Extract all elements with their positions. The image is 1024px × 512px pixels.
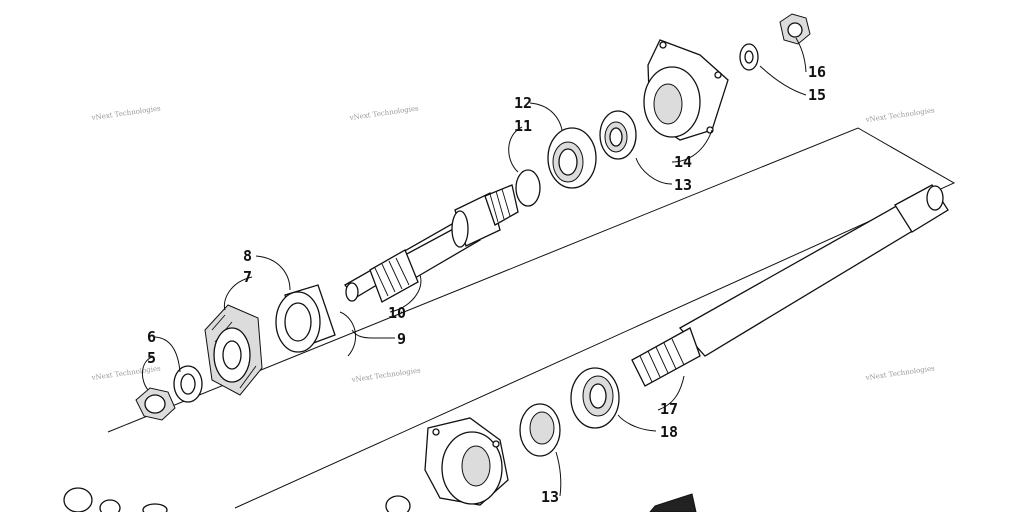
callout-13-lower: 13 <box>541 488 559 506</box>
front-arrow-decal <box>649 493 697 512</box>
assembly-boundary <box>107 127 956 509</box>
part-13-seal-upper <box>599 110 637 160</box>
watermark-3: vNext Technologies <box>864 106 935 124</box>
callout-10: 10 <box>388 304 406 322</box>
callout-12: 12 <box>514 94 532 112</box>
callout-7: 7 <box>243 268 252 286</box>
output-shaft-upper <box>344 184 519 303</box>
callout-9: 9 <box>397 330 406 348</box>
part-18-bearing <box>570 367 620 429</box>
watermark-2: vNext Technologies <box>348 104 419 122</box>
part-15-washer <box>739 43 759 71</box>
watermark-1: vNext Technologies <box>90 104 161 122</box>
callout-16: 16 <box>808 63 826 81</box>
part-8-splined-sleeve <box>275 284 336 353</box>
part-16-nut <box>779 13 811 45</box>
output-shaft-lower <box>631 184 949 387</box>
callout-11: 11 <box>514 117 532 135</box>
callout-14: 14 <box>674 153 692 171</box>
part-5-nut <box>135 387 176 421</box>
part-14-hub <box>643 39 729 141</box>
lower-left-parts <box>63 487 411 512</box>
part-6-washer <box>173 365 203 403</box>
callout-6: 6 <box>147 328 156 346</box>
lower-hub <box>424 417 509 506</box>
callout-17: 17 <box>660 400 678 418</box>
part-7-bevel-gear <box>204 304 263 396</box>
callout-13-upper: 13 <box>674 176 692 194</box>
callout-15: 15 <box>808 86 826 104</box>
callout-5: 5 <box>147 349 156 367</box>
callout-18: 18 <box>660 423 678 441</box>
part-12-bearing <box>547 127 597 189</box>
part-9-snap-ring <box>339 311 357 357</box>
watermark-6: vNext Technologies <box>864 364 935 382</box>
part-13-seal-lower <box>519 403 561 457</box>
leader-lines <box>142 37 807 497</box>
part-11-o-ring <box>515 169 541 207</box>
watermark-5: vNext Technologies <box>350 366 421 384</box>
callout-8: 8 <box>243 247 252 265</box>
